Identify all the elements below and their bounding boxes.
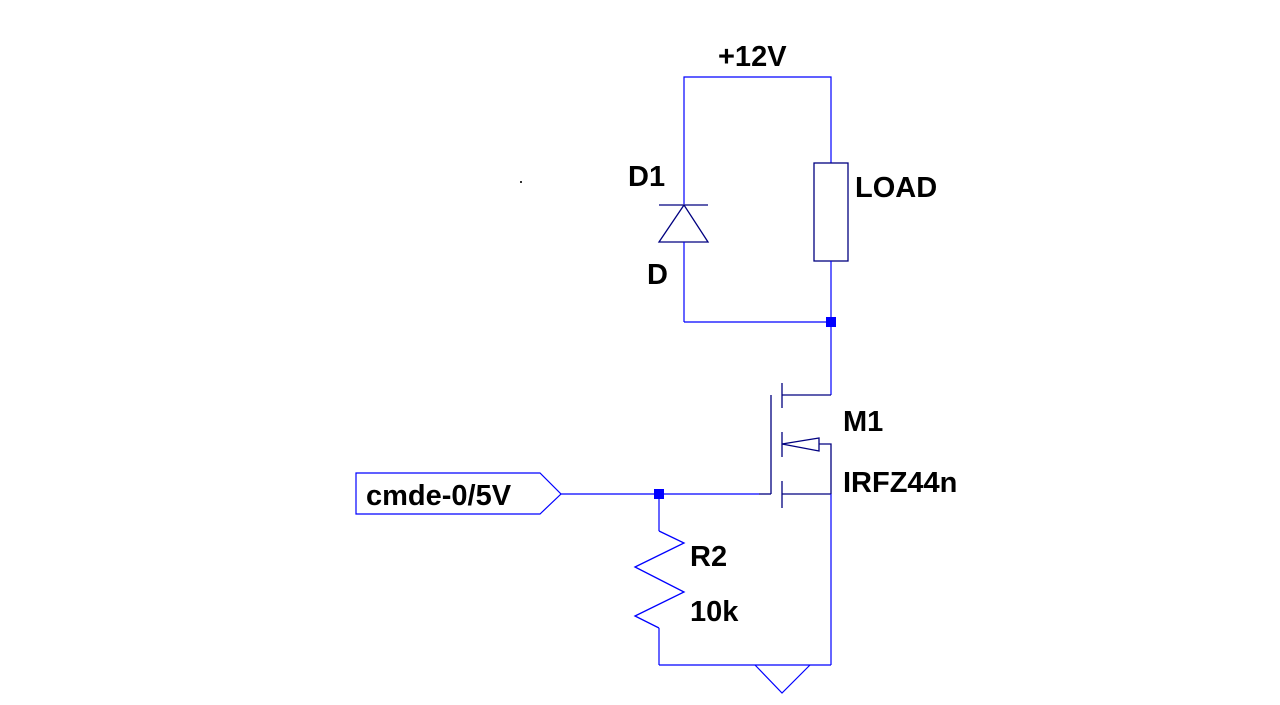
stray-dot — [520, 181, 522, 183]
resistor-zigzag — [633, 530, 686, 629]
load-label: LOAD — [855, 172, 937, 204]
load-component[interactable] — [813, 162, 849, 322]
mosfet-m1[interactable] — [759, 383, 832, 508]
diode-ref: D1 — [628, 161, 665, 193]
resistor-ref: R2 — [690, 541, 727, 573]
resistor-value: 10k — [690, 596, 739, 628]
net-label-cmd[interactable] — [355, 472, 562, 515]
supply-label: +12V — [718, 41, 787, 73]
resistor-r2[interactable] — [633, 494, 686, 665]
mosfet-ref: M1 — [843, 406, 883, 438]
mosfet-arrow-icon — [781, 437, 820, 452]
ground-icon — [754, 664, 811, 694]
junction-drain — [826, 317, 836, 327]
diode-model: D — [647, 259, 668, 291]
supply-wire[interactable] — [683, 76, 832, 204]
net-label-text: cmde-0/5V — [366, 480, 512, 512]
load-body — [813, 162, 849, 262]
diode-triangle — [657, 203, 710, 243]
diode-d1[interactable] — [657, 203, 710, 322]
drain-node-wire[interactable] — [684, 321, 832, 395]
mosfet-body-lead — [819, 443, 832, 494]
mosfet-model: IRFZ44n — [843, 467, 957, 499]
net-label-flag — [355, 472, 562, 515]
ground-wire[interactable] — [659, 494, 832, 666]
